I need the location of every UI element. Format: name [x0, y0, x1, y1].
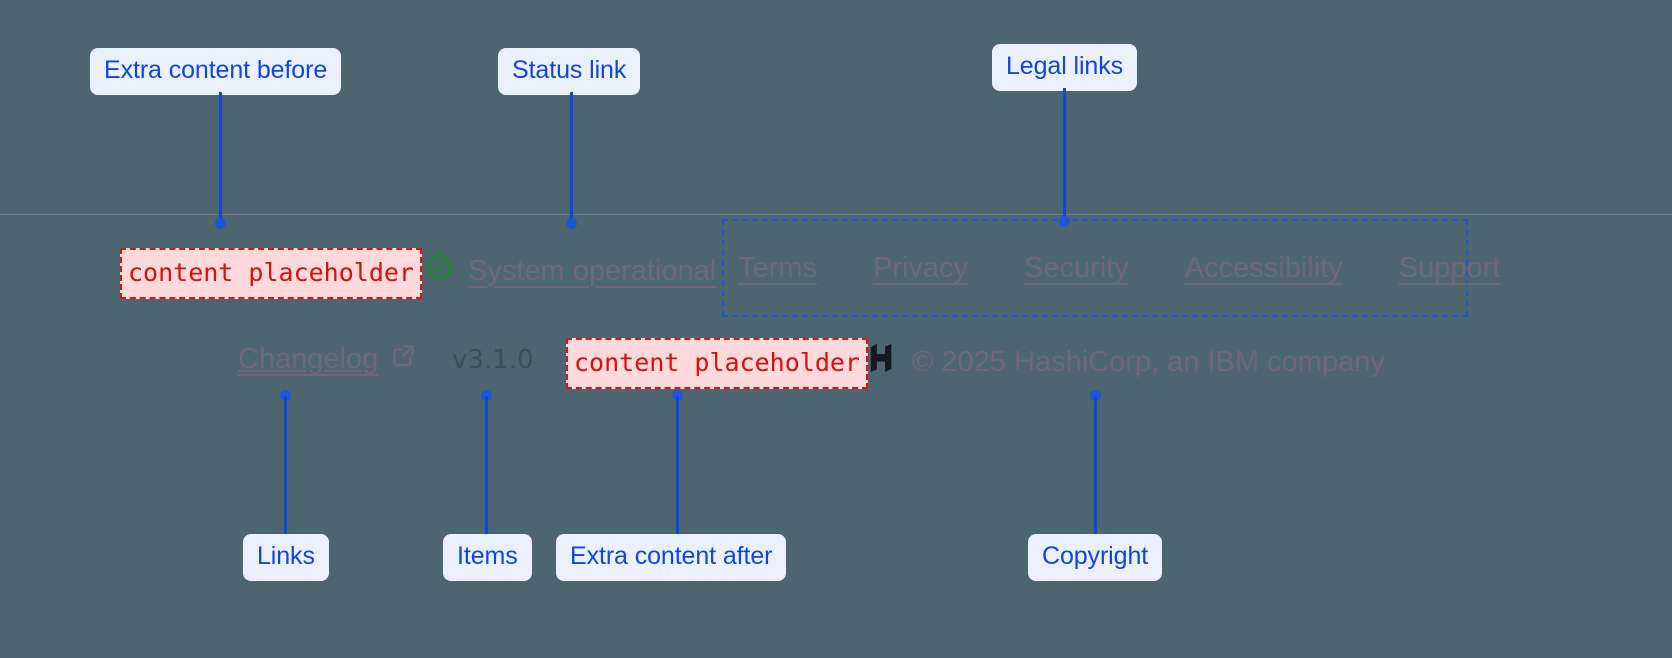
- leader-dot-extra-content-before: [215, 218, 226, 229]
- status-link[interactable]: System operational: [425, 252, 716, 290]
- legal-links-highlight-box: [722, 219, 1468, 317]
- footer-top-divider: [0, 214, 1672, 215]
- leader-dot-legal-links: [1059, 216, 1070, 227]
- leader-line-legal-links: [1063, 88, 1066, 221]
- external-link-icon: [390, 342, 417, 377]
- slot-extra-content-after: content placeholder: [566, 338, 868, 389]
- callout-status-link: Status link: [498, 48, 641, 95]
- copyright-block: © 2025 HashiCorp, an IBM company: [866, 342, 1385, 382]
- slot-extra-content-before: content placeholder: [120, 248, 422, 299]
- version-label: v3.1.0: [452, 345, 534, 375]
- callout-links: Links: [243, 534, 329, 581]
- legal-link-terms[interactable]: Terms: [738, 252, 817, 284]
- legal-link-privacy[interactable]: Privacy: [872, 252, 969, 284]
- changelog-label: Changelog: [238, 343, 379, 375]
- changelog-link[interactable]: Changelog: [238, 342, 417, 377]
- legal-links-nav: Terms Privacy Security Accessibility Sup…: [738, 252, 1500, 285]
- hashicorp-logo: [866, 342, 896, 382]
- leader-dot-status-link: [566, 218, 577, 229]
- callout-extra-content-after: Extra content after: [556, 534, 787, 581]
- leader-line-extra-content-after: [676, 396, 679, 535]
- leader-line-items: [485, 396, 488, 535]
- copyright-text: © 2025 HashiCorp, an IBM company: [912, 345, 1385, 378]
- callout-copyright: Copyright: [1028, 534, 1163, 581]
- leader-line-copyright: [1094, 396, 1097, 535]
- leader-dot-copyright: [1090, 390, 1101, 401]
- leader-dot-items: [481, 390, 492, 401]
- leader-dot-extra-content-after: [672, 390, 683, 401]
- check-circle-icon: [425, 252, 455, 290]
- callout-items: Items: [443, 534, 532, 581]
- status-link-label: System operational: [468, 254, 717, 287]
- legal-link-security[interactable]: Security: [1024, 252, 1129, 284]
- legal-link-support[interactable]: Support: [1398, 252, 1501, 284]
- leader-line-extra-content-before: [219, 92, 222, 223]
- callout-extra-content-before: Extra content before: [90, 48, 342, 95]
- leader-line-links: [284, 396, 287, 535]
- leader-line-status-link: [570, 92, 573, 223]
- legal-link-accessibility[interactable]: Accessibility: [1184, 252, 1343, 284]
- leader-dot-links: [280, 390, 291, 401]
- callout-legal-links: Legal links: [992, 44, 1138, 91]
